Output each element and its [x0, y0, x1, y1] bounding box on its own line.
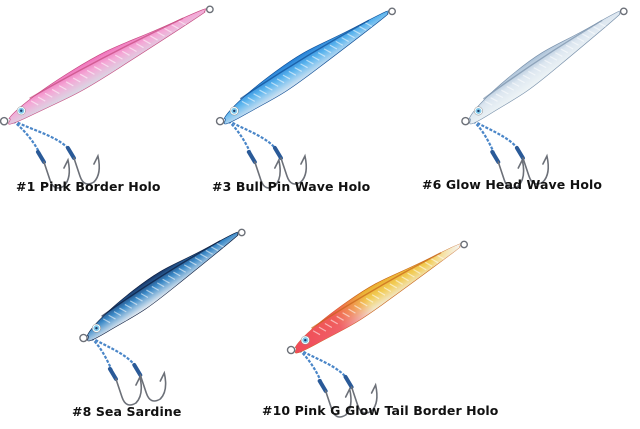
split-ring-icon [461, 116, 470, 126]
split-ring-icon [619, 7, 628, 16]
split-ring-icon [79, 333, 88, 343]
product-card-3[interactable]: #3 Bull Pin Wave Holo [210, 0, 420, 200]
jig-body [468, 10, 621, 125]
product-card-10[interactable]: #10 Pink G Glow Tail Border Holo [260, 225, 520, 425]
jig-body [294, 243, 462, 354]
lure-image-sea-sardine [79, 228, 246, 406]
assist-hooks [9, 117, 101, 189]
lure-image-pink-border-holo [0, 5, 214, 189]
split-ring-icon [460, 240, 469, 249]
assist-hooks [87, 334, 167, 406]
product-card-6[interactable]: #6 Glow Head Wave Holo [420, 0, 640, 200]
product-card-1[interactable]: #1 Pink Border Holo [0, 0, 214, 200]
split-ring-icon [388, 7, 396, 16]
split-ring-icon [205, 5, 214, 14]
lure-image-bull-pin-wave-holo [215, 7, 396, 189]
split-ring-icon [286, 345, 296, 355]
product-label: #1 Pink Border Holo [16, 179, 161, 194]
split-ring-icon [237, 228, 246, 237]
split-ring-icon [215, 116, 225, 126]
product-label: #6 Glow Head Wave Holo [422, 177, 603, 192]
split-ring-icon [0, 116, 9, 126]
lure-image-pink-g-glow-tail-border-holo [286, 240, 469, 418]
jig-body [8, 8, 207, 125]
lure-image-glow-head-wave-holo [461, 7, 628, 189]
product-label: #3 Bull Pin Wave Holo [212, 179, 371, 194]
jig-body [223, 10, 390, 125]
product-label: #8 Sea Sardine [72, 404, 182, 419]
product-card-8[interactable]: #8 Sea Sardine [0, 225, 260, 425]
assist-hooks [224, 117, 308, 189]
product-label: #10 Pink G Glow Tail Border Holo [262, 403, 499, 418]
jig-body [86, 231, 239, 342]
